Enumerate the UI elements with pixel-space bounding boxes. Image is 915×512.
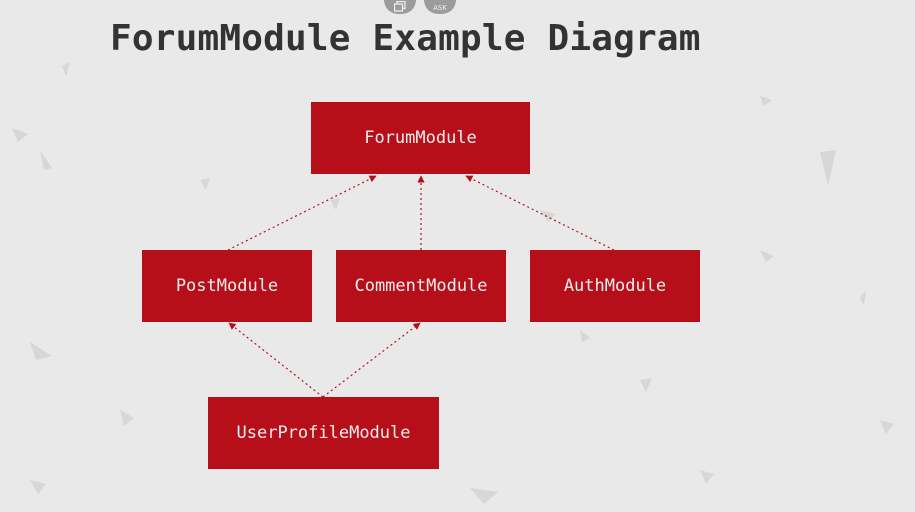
node-label: CommentModule xyxy=(354,276,488,296)
copy-icon xyxy=(394,1,406,12)
top-controls: ASK xyxy=(384,0,456,14)
ask-button[interactable]: ASK xyxy=(424,0,456,14)
ask-button-label: ASK xyxy=(433,4,447,12)
node-auth-module: AuthModule xyxy=(530,250,700,322)
node-label: ForumModule xyxy=(364,128,477,148)
node-post-module: PostModule xyxy=(142,250,312,322)
node-comment-module: CommentModule xyxy=(336,250,506,322)
node-user-profile-module: UserProfileModule xyxy=(208,397,439,469)
node-label: PostModule xyxy=(175,276,279,296)
node-label: AuthModule xyxy=(563,276,667,296)
edge-user-to-post xyxy=(228,322,324,398)
copy-button[interactable] xyxy=(384,0,416,14)
diagram-title: ForumModule Example Diagram xyxy=(110,18,701,59)
node-label: UserProfileModule xyxy=(236,423,411,443)
edge-user-to-comment xyxy=(322,322,421,398)
node-forum-module: ForumModule xyxy=(311,102,530,174)
edge-auth-to-forum xyxy=(465,175,615,251)
edge-post-to-forum xyxy=(227,175,377,251)
